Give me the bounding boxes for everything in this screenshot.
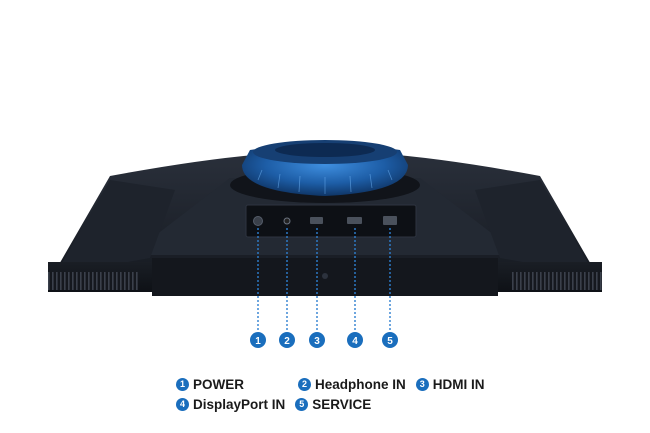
callout-badge-3: 3: [309, 332, 325, 348]
left-vent: [48, 272, 138, 290]
callout-badge-5: 5: [382, 332, 398, 348]
callout-badge-2: 2: [279, 332, 295, 348]
headphone-port-icon: [283, 217, 291, 225]
legend-item-hdmi: 3 HDMI IN: [415, 376, 485, 392]
port-panel: [245, 204, 417, 238]
service-port-icon: [383, 216, 397, 225]
legend-label: Headphone IN: [315, 376, 406, 392]
svg-text:2: 2: [284, 336, 290, 347]
displayport-port-icon: [347, 217, 362, 224]
legend-item-headphone: 2 Headphone IN: [298, 377, 406, 392]
legend-label: POWER: [193, 376, 245, 392]
legend-item-service: 5 SERVICE: [295, 397, 371, 412]
legend-badge: 3: [415, 377, 429, 391]
callout-badge-4: 4: [347, 332, 363, 348]
legend-badge: 1: [176, 377, 189, 391]
svg-text:3: 3: [314, 336, 320, 347]
svg-text:4: 4: [352, 336, 358, 347]
legend-badge: 5: [295, 397, 309, 411]
legend-item-displayport: 4 DisplayPort IN: [176, 397, 285, 412]
power-port-icon: [253, 216, 263, 226]
legend-label: SERVICE: [312, 396, 372, 412]
legend-item-power: 1 POWER: [176, 377, 244, 392]
hdmi-port-icon: [310, 217, 323, 224]
legend-label: DisplayPort IN: [193, 396, 286, 412]
port-legend: 1 POWER 2 Headphone IN 3 HDMI IN 4 Displ…: [176, 374, 516, 414]
svg-text:5: 5: [387, 336, 393, 347]
callout-badge-1: 1: [250, 332, 266, 348]
svg-text:1: 1: [255, 336, 261, 347]
legend-label: HDMI IN: [432, 376, 485, 392]
legend-badge: 4: [176, 397, 189, 411]
legend-badge: 2: [298, 377, 312, 391]
right-vent: [512, 272, 602, 290]
